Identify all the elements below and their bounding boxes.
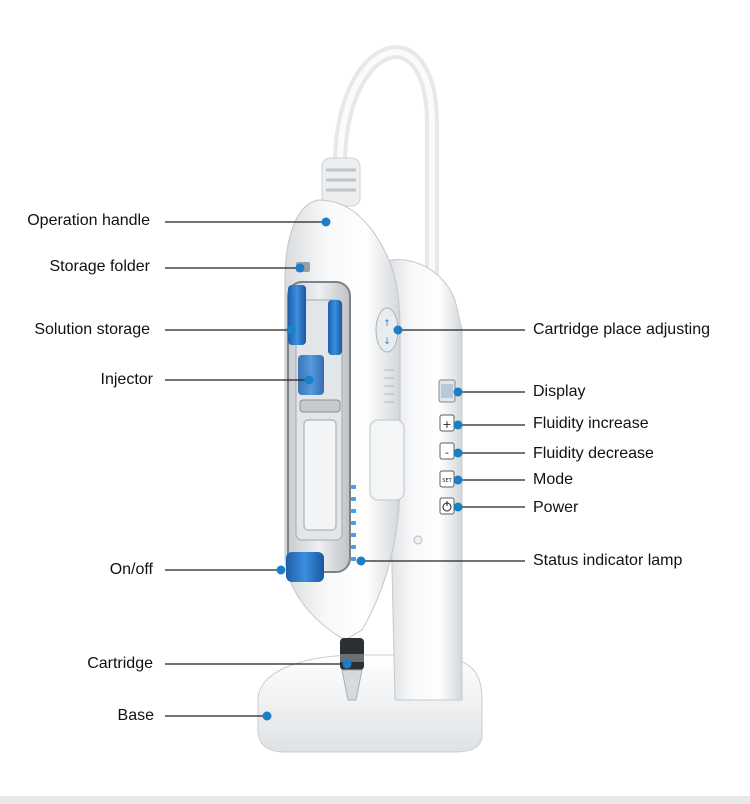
power-icon bbox=[442, 501, 452, 512]
dot-mode bbox=[453, 475, 463, 485]
dot-cartridge bbox=[342, 659, 352, 669]
dot-cartridge-place-adjusting bbox=[393, 325, 403, 335]
bottom-strip bbox=[0, 796, 750, 804]
label-base: Base bbox=[117, 707, 154, 724]
grip-ribs bbox=[384, 369, 394, 403]
label-solution-storage: Solution storage bbox=[34, 321, 150, 338]
label-mode: Mode bbox=[533, 471, 574, 488]
on-off-knob bbox=[286, 552, 324, 582]
label-fluidity-increase: Fluidity increase bbox=[533, 415, 649, 432]
dot-display bbox=[453, 387, 463, 397]
label-cartridge-place-adjusting: Cartridge place adjusting bbox=[533, 321, 710, 338]
svg-text:↑: ↑ bbox=[383, 319, 391, 329]
decrease-symbol: - bbox=[445, 446, 449, 459]
mode-symbol: SET bbox=[442, 478, 452, 484]
leader-lines-right bbox=[363, 329, 525, 562]
label-cartridge: Cartridge bbox=[87, 655, 153, 672]
injector-blue-part bbox=[298, 355, 324, 395]
label-injector: Injector bbox=[100, 371, 153, 388]
dot-on-off bbox=[276, 565, 286, 575]
dot-operation-handle bbox=[321, 217, 331, 227]
dot-fluidity-increase bbox=[453, 420, 463, 430]
solution-cartridge-blue bbox=[288, 285, 306, 345]
label-fluidity-decrease: Fluidity decrease bbox=[533, 445, 654, 462]
leader-lines-left bbox=[165, 221, 345, 717]
dot-solution-storage bbox=[286, 325, 296, 335]
label-on-off: On/off bbox=[109, 561, 153, 578]
dot-power bbox=[453, 502, 463, 512]
dot-storage-folder bbox=[295, 263, 305, 273]
label-display: Display bbox=[533, 383, 586, 400]
dot-status-indicator-lamp bbox=[356, 556, 366, 566]
pointer-dots bbox=[262, 217, 463, 721]
increase-symbol: + bbox=[442, 418, 451, 431]
label-status-indicator-lamp: Status indicator lamp bbox=[533, 552, 683, 569]
status-lamps bbox=[351, 485, 356, 561]
cable-strain-relief bbox=[321, 157, 361, 207]
label-storage-folder: Storage folder bbox=[49, 258, 150, 275]
label-operation-handle: Operation handle bbox=[27, 212, 150, 229]
dot-fluidity-decrease bbox=[453, 448, 463, 458]
label-power: Power bbox=[533, 499, 579, 516]
dot-injector bbox=[304, 375, 314, 385]
dot-base bbox=[262, 711, 272, 721]
handpiece-clip bbox=[369, 419, 405, 501]
svg-text:↓: ↓ bbox=[383, 337, 391, 347]
